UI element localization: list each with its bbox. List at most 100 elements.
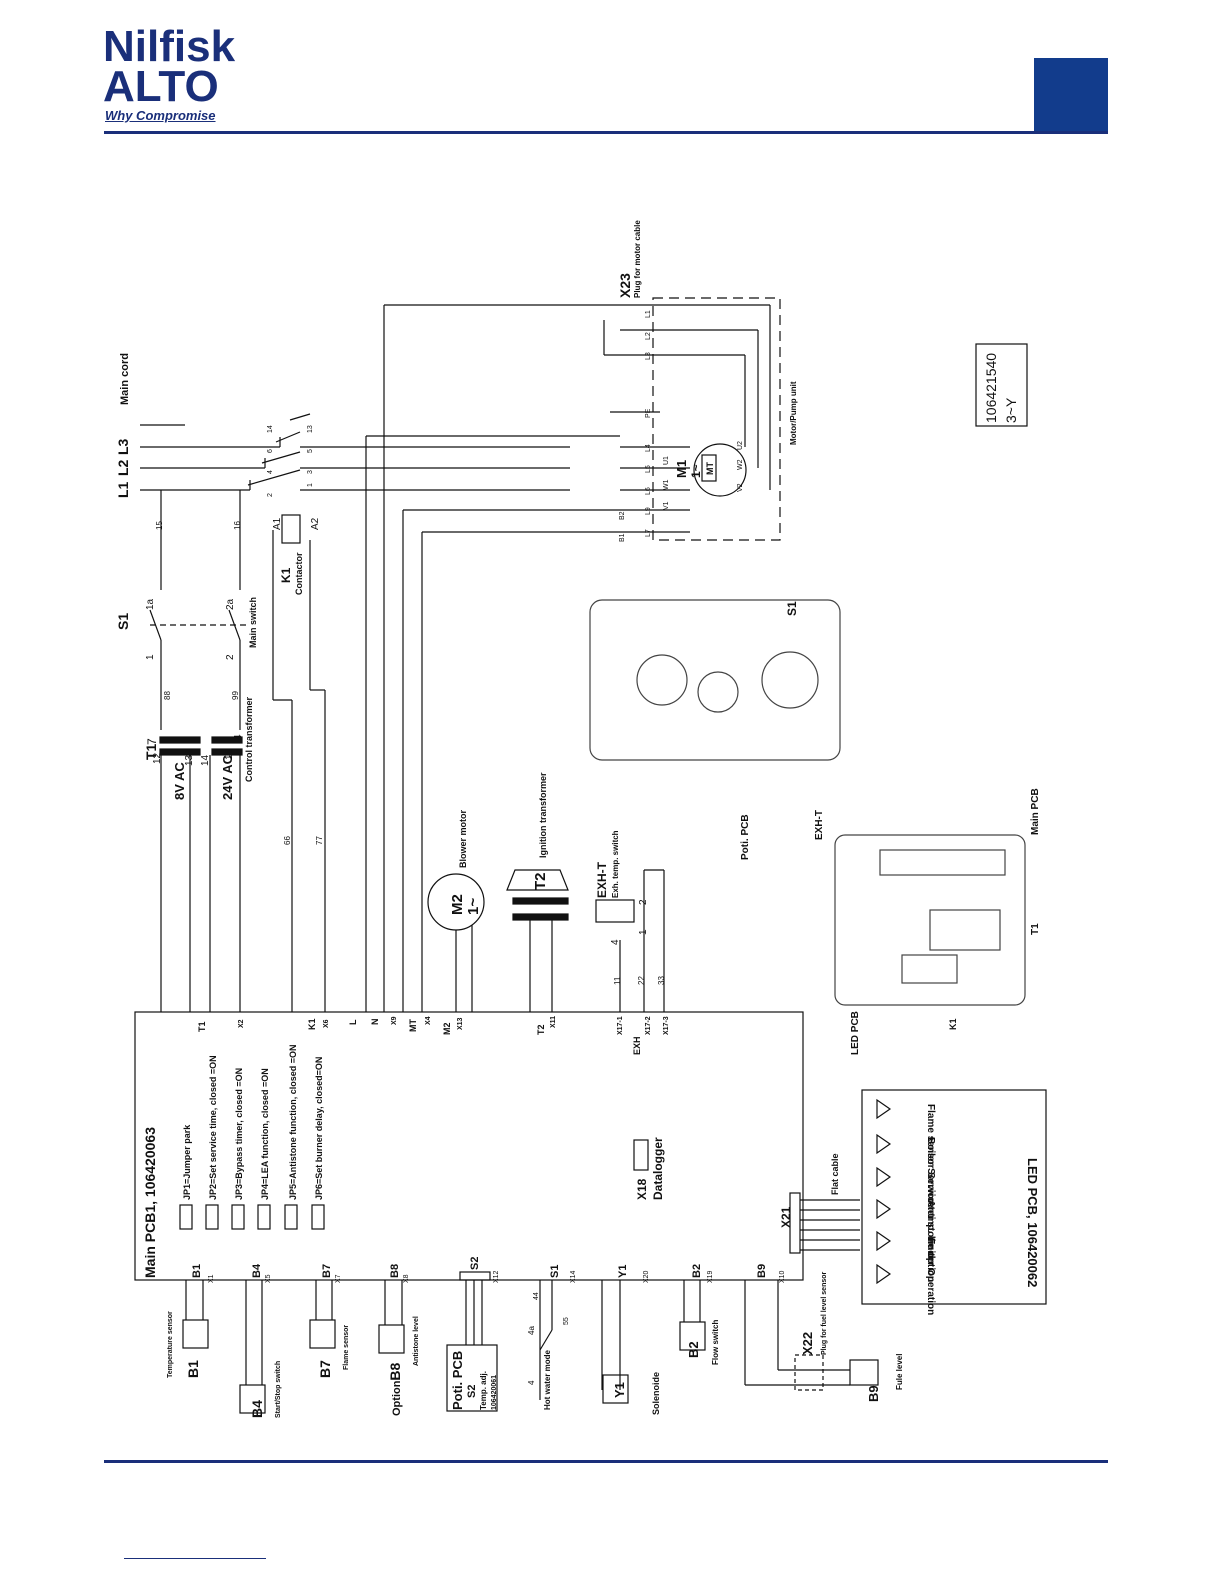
label-wire-55: 55 [563,1317,570,1325]
label-photo-s1: S1 [785,601,799,616]
label-poti-pcb: Poti. PCB [450,1351,465,1410]
label-x22: X22 [800,1332,815,1355]
label-term-v1: V1 [663,501,670,510]
label-l1: L1 [115,481,131,498]
label-wire-77: 77 [315,836,324,845]
label-24vac: 24V AC [220,754,235,800]
label-start-stop-switch: Start/Stop switch [275,1361,282,1418]
label-conn-x6: X6 [323,1019,330,1028]
led-pcb-board [861,1089,1047,1305]
label-motor-pump-unit: Motor/Pump unit [789,381,798,445]
label-s1: S1 [115,613,131,630]
label-conn-x17-1: X17-1 [617,1016,624,1035]
label-conn-x13: X13 [457,1017,464,1030]
k1-coil [281,514,301,544]
label-k1-c5: 5 [307,449,314,453]
label-hw-pin4: 4 [527,1380,536,1385]
header-accent-block [1034,58,1108,133]
label-bconn-x1: X1 [208,1274,215,1283]
jumper-blocks [179,1204,325,1230]
label-k1-c1: 1 [307,483,314,487]
label-main-cord: Main cord [119,353,131,405]
label-conn-n: N [370,1019,380,1026]
label-term-l9: L9 [645,507,652,515]
label-conn-k1: K1 [307,1018,317,1030]
label-contactor: Contactor [294,552,304,595]
label-led-fuel: Fuel [925,1238,936,1259]
poti-pcb-s2-box [446,1344,498,1412]
label-fule-level: Fule level [895,1354,904,1390]
label-term-w1: W1 [663,479,670,490]
label-photo-poti: Poti. PCB [740,814,751,860]
label-t2: T2 [532,872,549,890]
label-t1-pin14: 14 [200,754,211,766]
label-bconn-b4: B4 [251,1263,263,1278]
label-bconn-b9: B9 [756,1264,768,1278]
label-term-l3: L3 [645,352,652,360]
label-term-w2: W2 [737,459,744,470]
label-m2-type: 1~ [465,898,482,915]
label-jp3: JP3=Bypass timer, closed =ON [234,1068,244,1200]
b7-flame-sensor-symbol [309,1319,336,1349]
label-control-transformer: Control transformer [244,696,254,782]
label-jp4: JP4=LEA function, closed =ON [260,1068,270,1200]
label-conn-exh: EXH [632,1036,642,1055]
label-sensor-b4: B4 [249,1400,265,1418]
label-k1-c3: 3 [307,470,314,474]
b2-flow-switch-symbol [679,1321,706,1351]
label-datalogger: Datalogger [651,1137,665,1200]
label-t1-pin15: 15 [224,748,235,760]
label-t1: T1 [143,743,159,760]
label-bconn-b7: B7 [321,1264,333,1278]
label-wire-66: 66 [283,836,292,845]
label-term-l7: L7 [645,529,652,537]
t1-transformer-core [159,736,243,756]
label-conn-l: L [348,1019,358,1025]
label-bconn-b8: B8 [389,1264,401,1278]
label-t1-pin4: 4 [233,734,244,740]
label-plug-motor-cable: Plug for motor cable [633,220,642,298]
label-term-pe: PE [645,408,652,418]
label-led-pcb-title: LED PCB, 106420062 [1025,1158,1040,1287]
label-jp2: JP2=Set service time, closed =ON [208,1055,218,1200]
label-led-service: Service [925,1172,936,1208]
label-x18: X18 [635,1178,649,1200]
label-mt-thermal: MT [705,462,715,475]
label-hw-pin4a: 4a [527,1326,536,1335]
label-k1-c2: 2 [267,493,274,497]
label-bconn-s1: S1 [549,1265,561,1278]
label-sensor-b7: B7 [317,1360,333,1378]
label-term-l1: L1 [645,310,652,318]
label-led-operation: Operation [925,1268,936,1315]
exh-temp-switch-symbol [595,899,635,923]
label-term-b1: B1 [619,533,626,542]
label-s1-2a: 2a [225,598,236,610]
label-b2: B2 [686,1341,701,1358]
label-bconn-b2: B2 [691,1264,703,1278]
label-k1-c14: 14 [267,425,274,433]
label-conn-x9: X9 [391,1016,398,1025]
label-jp1: JP1=Jumper park [182,1124,192,1200]
label-photo-led: LED PCB [850,1011,861,1055]
footer-link-underline [124,1558,266,1559]
label-m1: M1 [674,460,689,478]
label-wire-33: 33 [657,976,666,985]
label-m1-type: 1~ [689,464,703,478]
label-bconn-x14: X14 [570,1270,577,1283]
label-wire-99: 99 [231,691,240,700]
header-divider [104,131,1108,134]
label-bconn-s2: S2 [469,1257,481,1270]
label-term-u2: U2 [737,441,744,450]
label-part-phase: 3~Y [1003,397,1019,423]
label-blower-motor: Blower motor [458,809,468,868]
label-bconn-x5: X5 [265,1274,272,1283]
label-sensor-b1: B1 [185,1360,201,1378]
label-conn-x2: X2 [238,1019,245,1028]
label-led-flame-sensor: Flame sensor [925,1104,936,1169]
label-photo-exh: EXH-T [814,810,825,840]
label-antistone-level: Antistone level [413,1316,420,1366]
label-exh-pin1: 1 [638,929,649,935]
label-k1-c13: 13 [307,425,314,433]
label-k1-a2: A2 [310,517,321,530]
footer-divider [104,1460,1108,1463]
